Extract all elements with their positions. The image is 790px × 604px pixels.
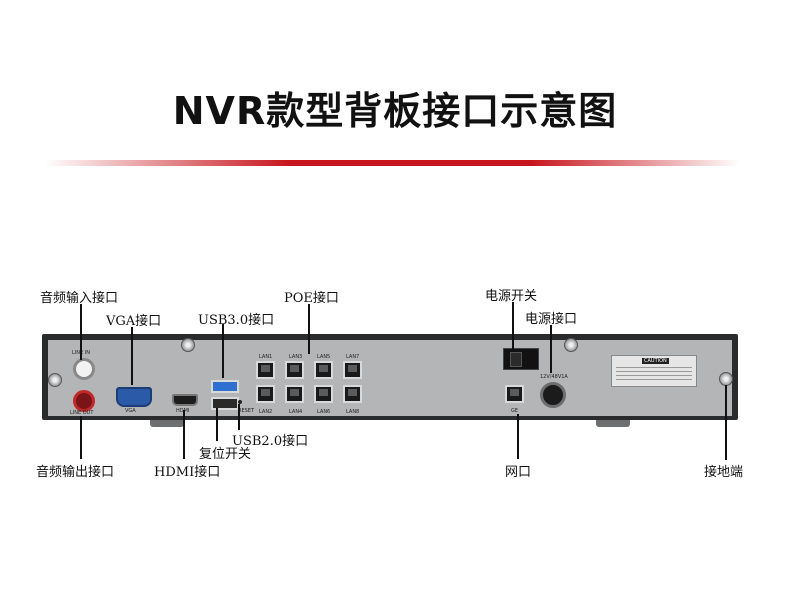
reset-button	[238, 400, 242, 404]
callout-line	[222, 324, 224, 378]
screw-icon	[181, 338, 195, 352]
label-ground: 接地端	[704, 465, 744, 480]
lan-label: LAN1	[259, 354, 273, 360]
poe-lan-port	[285, 385, 304, 403]
label-power-switch: 电源开关	[485, 289, 538, 304]
lan-label: LAN7	[346, 354, 360, 360]
lan-label: LAN5	[317, 354, 331, 360]
label-usb2: USB2.0接口	[232, 434, 309, 449]
screw-icon	[48, 373, 62, 387]
label-audio-out: 音频输出接口	[36, 465, 115, 480]
caution-sticker: CAUTION	[611, 355, 697, 387]
callout-line	[238, 404, 240, 430]
lan-label: LAN8	[346, 409, 360, 415]
callout-line	[80, 304, 82, 360]
callout-line	[80, 416, 82, 459]
label-usb3: USB3.0接口	[198, 313, 275, 328]
reset-label: RESET	[238, 408, 255, 414]
lan-label: LAN6	[317, 409, 331, 415]
dc-power-label: 12V/48V1A	[540, 374, 568, 380]
screw-icon	[564, 338, 578, 352]
poe-lan-port	[256, 361, 275, 379]
vga-port-label: VGA	[125, 408, 136, 414]
ge-network-port	[505, 385, 524, 403]
poe-lan-port	[256, 385, 275, 403]
hdmi-port	[172, 394, 198, 406]
poe-lan-port	[314, 385, 333, 403]
rubber-foot-left	[150, 420, 184, 427]
ge-port-label: GE	[511, 408, 519, 414]
usb3-port	[211, 380, 239, 393]
title-divider	[45, 160, 740, 166]
label-poe: POE接口	[284, 291, 339, 306]
poe-lan-port	[285, 361, 304, 379]
label-vga: VGA接口	[106, 314, 162, 329]
line-out-label: LINE OUT	[70, 410, 94, 416]
dc-power-port	[540, 382, 566, 408]
lan-label: LAN3	[289, 354, 303, 360]
callout-line	[517, 414, 519, 459]
callout-line	[308, 304, 310, 354]
poe-lan-port	[343, 385, 362, 403]
poe-lan-port	[343, 361, 362, 379]
label-hdmi: HDMI接口	[154, 465, 221, 480]
callout-line	[183, 410, 185, 459]
page-title: NVR款型背板接口示意图	[172, 89, 618, 133]
caution-label: CAUTION	[642, 358, 669, 364]
callout-line	[131, 327, 133, 385]
hdmi-port-label: HDMI	[176, 408, 189, 414]
label-reset: 复位开关	[199, 447, 252, 462]
callout-line	[550, 325, 552, 373]
callout-line	[216, 408, 218, 441]
lan-label: LAN4	[289, 409, 303, 415]
label-network: 网口	[505, 465, 532, 480]
label-power-port: 电源接口	[525, 312, 578, 327]
lan-label: LAN2	[259, 409, 273, 415]
ground-screw-icon	[719, 372, 733, 386]
label-audio-in: 音频输入接口	[40, 291, 119, 306]
poe-lan-port	[314, 361, 333, 379]
power-switch	[503, 348, 539, 370]
line-out-jack	[73, 390, 95, 412]
callout-line	[725, 385, 727, 460]
rubber-foot-right	[596, 420, 630, 427]
vga-port	[116, 387, 152, 407]
line-in-jack	[73, 358, 95, 380]
callout-line	[512, 302, 514, 350]
